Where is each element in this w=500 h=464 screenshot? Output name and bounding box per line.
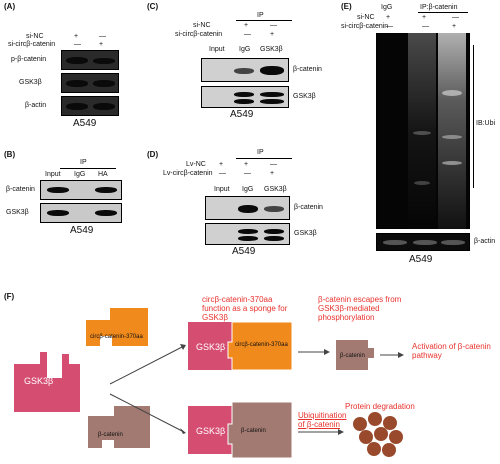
circ-370aa-label: circβ-catenin-370aa — [235, 342, 288, 348]
blot-d-gsk3b — [205, 223, 290, 245]
gsk3b-label: GSK3β — [196, 342, 226, 352]
blot-label: β-catenin — [6, 186, 35, 193]
blot-label: β-actin — [474, 238, 496, 245]
bcatenin-label: β-catenin — [241, 428, 266, 434]
sign: — — [270, 161, 277, 168]
circ-370aa-label: circβ-catenin-370aa — [90, 334, 143, 340]
sign: — — [99, 33, 106, 40]
row-label-si-circ: si-circβ-catenin — [341, 23, 389, 30]
blot-c-gsk3b — [201, 86, 289, 108]
sign: + — [74, 33, 79, 40]
panel-d-letter: (D) — [147, 150, 159, 159]
sign: + — [99, 41, 104, 48]
row-label-si-nc: si-NC — [193, 22, 211, 29]
blot-c-bcatenin — [201, 58, 289, 82]
sign: — — [270, 22, 277, 29]
row-label-lv-nc: Lv-NC — [186, 161, 206, 168]
cell-line-label: A549 — [70, 225, 94, 236]
cell-line-label: A549 — [230, 109, 254, 120]
blot-b-gsk3b — [40, 203, 122, 223]
lane-label: IgG — [74, 171, 86, 178]
ip-label: IP — [257, 12, 264, 19]
cell-line-label: A549 — [232, 246, 256, 257]
panel-c-letter: (C) — [147, 2, 159, 11]
lane-label: Input — [214, 186, 230, 193]
blot-d-bcatenin — [205, 196, 290, 220]
note-sponge: circβ-catenin-370aa function as a sponge… — [202, 295, 288, 322]
lane-label: GSK3β — [264, 186, 287, 193]
blot-label: GSK3β — [19, 79, 42, 86]
lane-label: GSK3β — [260, 46, 283, 53]
blot-gsk3b — [61, 73, 119, 93]
blot-label: β-catenin — [294, 204, 323, 211]
ip-label: IP — [80, 159, 87, 166]
sign: + — [270, 170, 275, 177]
cell-line-label: A549 — [73, 118, 97, 129]
circ-complex-1 — [227, 321, 293, 371]
blot-label: β-actin — [25, 102, 47, 109]
panel-b-letter: (B) — [4, 150, 16, 159]
sign: + — [422, 14, 427, 21]
note-activation: Activation of β-catenin pathway — [412, 342, 491, 360]
note-degradation: Protein degradation — [345, 402, 415, 411]
blot-label: GSK3β — [293, 93, 316, 100]
row-label-si-nc: si-NC — [26, 33, 44, 40]
sign: + — [452, 23, 457, 30]
panel-f-letter: (F) — [4, 292, 15, 301]
circ-370aa-shape — [86, 308, 148, 346]
lane-label: Input — [209, 46, 225, 53]
bcatenin-label: β-catenin — [98, 432, 123, 438]
note-escape: β-catenin escapes from GSK3β-mediated ph… — [318, 295, 402, 322]
igg-label: IgG — [381, 4, 393, 11]
lane-label: Input — [45, 171, 61, 178]
sign: + — [219, 161, 224, 168]
bcatenin-label: β-catenin — [340, 353, 365, 359]
mechanism-diagram — [14, 308, 404, 459]
row-label-si-circ: si-circβ-catenin — [8, 41, 56, 48]
panel-a-letter: (A) — [4, 2, 16, 11]
row-label-lv-circ: Lv-circβ-catenin — [163, 170, 213, 177]
gsk3b-label: GSK3β — [196, 426, 226, 436]
ib-label: IB:Ubi — [476, 120, 496, 127]
ip-label: IP — [257, 149, 264, 156]
sign: + — [270, 31, 275, 38]
row-label-si-nc: si-NC — [357, 14, 375, 21]
note-ubiquitination: Ubiquitination of β-catenin — [298, 411, 347, 429]
sign: — — [244, 31, 251, 38]
sign: — — [219, 170, 226, 177]
bcatenin-released — [336, 340, 374, 370]
blot-label: GSK3β — [294, 230, 317, 237]
blot-bactin — [61, 96, 119, 116]
sign: — — [422, 23, 429, 30]
gsk3b-complex-1 — [188, 322, 233, 370]
row-label-si-circ: si-circβ-catenin — [175, 31, 223, 38]
ip-label: IP:β-catenin — [420, 4, 458, 11]
sign: — — [74, 41, 81, 48]
sign: + — [244, 161, 249, 168]
blot-label: β-catenin — [293, 66, 322, 73]
sign: — — [244, 170, 251, 177]
blot-p-bcatenin — [61, 50, 119, 70]
sign: + — [244, 22, 249, 29]
blot-b-bcatenin — [40, 180, 122, 200]
sign: — — [452, 14, 459, 21]
blot-label: p-β-catenin — [11, 56, 47, 63]
gsk3b-complex-2 — [188, 406, 233, 454]
lane-label: IgG — [242, 186, 254, 193]
blot-label: GSK3β — [6, 209, 29, 216]
ubiquitin-smear-blot — [376, 33, 470, 229]
cell-line-label: A549 — [409, 254, 433, 265]
panel-e-letter: (E) — [341, 2, 352, 11]
gsk3b-shape — [14, 352, 80, 412]
lane-label: HA — [98, 171, 108, 178]
bcatenin-complex-2 — [227, 401, 293, 459]
blot-e-bactin — [376, 233, 470, 251]
bcatenin-shape — [88, 406, 150, 448]
sign: — — [386, 23, 393, 30]
sign: + — [386, 14, 391, 21]
lane-label: IgG — [239, 46, 251, 53]
gsk3b-label: GSK3β — [24, 376, 54, 386]
